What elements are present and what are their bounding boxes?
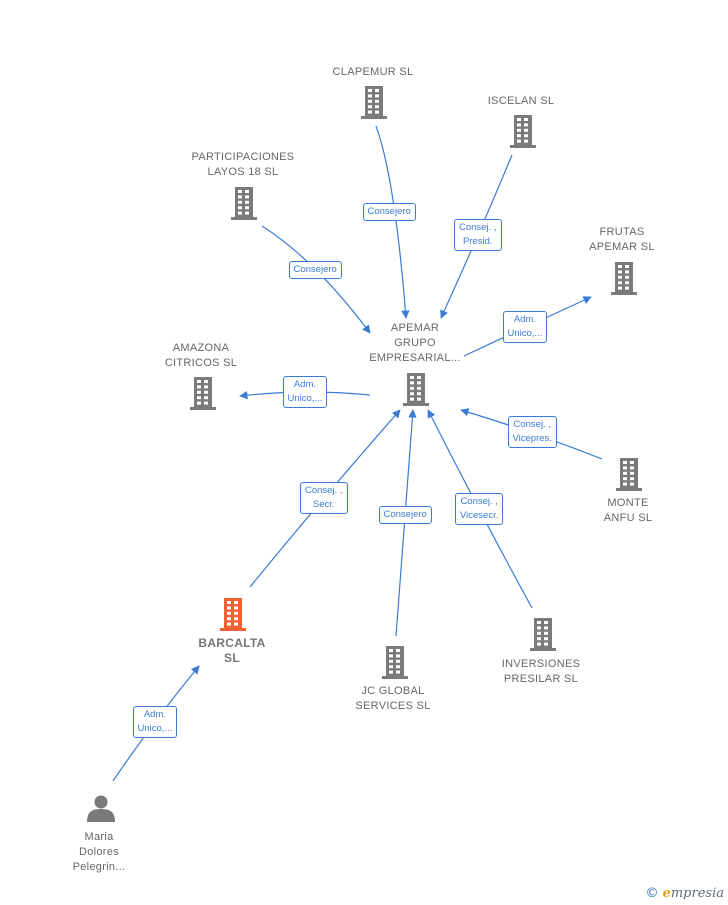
node-label-clapemur[interactable]: CLAPEMUR SL — [332, 66, 414, 78]
nodes-layer — [87, 86, 642, 822]
building-frutas-icon[interactable] — [611, 262, 637, 295]
edge-label-apemar-frutas[interactable]: Adm. Unico,... — [502, 311, 548, 343]
node-label-inversiones[interactable]: INVERSIONES PRESILAR SL — [501, 658, 581, 685]
building-monte-icon[interactable] — [616, 458, 642, 491]
edge-label-barcalta-apemar[interactable]: Consej. , Secr. — [300, 482, 348, 514]
node-label-apemar[interactable]: APEMAR GRUPO EMPRESARIAL... — [369, 322, 461, 364]
node-label-iscelan[interactable]: ISCELAN SL — [487, 95, 555, 107]
edge-label-monte-apemar[interactable]: Consej. , Vicepres. — [507, 416, 557, 448]
node-label-barcalta[interactable]: BARCALTA SL — [198, 636, 266, 665]
edge-label-clapemur-apemar[interactable]: Consejero — [362, 203, 416, 221]
edge-label-jcglobal-apemar[interactable]: Consejero — [378, 506, 432, 524]
copyright-icon: © — [645, 886, 659, 901]
edge-label-apemar-amazona[interactable]: Adm. Unico,... — [282, 376, 328, 408]
building-amazona-icon[interactable] — [190, 377, 216, 410]
node-label-amazona[interactable]: AMAZONA CITRICOS SL — [164, 342, 238, 369]
edge-label-maria-barcalta[interactable]: Adm. Unico,... — [132, 706, 178, 738]
edge-label-participaciones-apemar[interactable]: Consejero — [288, 261, 342, 279]
node-label-maria[interactable]: Maria Dolores Pelegrin... — [72, 831, 126, 873]
node-label-monte[interactable]: MONTE ANFU SL — [603, 497, 653, 524]
edge-label-iscelan-apemar[interactable]: Consej. , Presid. — [454, 219, 502, 251]
empresia-brand: © empresia — [645, 886, 724, 901]
building-barcalta-icon[interactable] — [220, 598, 246, 631]
building-iscelan-icon[interactable] — [510, 115, 536, 148]
building-jcglobal-icon[interactable] — [382, 646, 408, 679]
building-clapemur-icon[interactable] — [361, 86, 387, 119]
edge-label-inversiones-apemar[interactable]: Consej. , Vicesecr. — [455, 493, 504, 525]
brand-e-logo: e — [662, 886, 671, 901]
building-participaciones-icon[interactable] — [231, 187, 257, 220]
building-apemar-icon[interactable] — [403, 373, 429, 406]
node-label-frutas[interactable]: FRUTAS APEMAR SL — [589, 226, 655, 253]
node-label-participaciones[interactable]: PARTICIPACIONES LAYOS 18 SL — [191, 151, 295, 178]
building-inversiones-icon[interactable] — [530, 618, 556, 651]
brand-name: mpresia — [670, 886, 724, 901]
person-maria-icon[interactable] — [87, 795, 115, 823]
node-label-jcglobal[interactable]: JC GLOBAL SERVICES SL — [355, 685, 431, 712]
edge-clapemur-apemar — [375, 125, 410, 319]
edge-participaciones-apemar — [261, 225, 371, 334]
